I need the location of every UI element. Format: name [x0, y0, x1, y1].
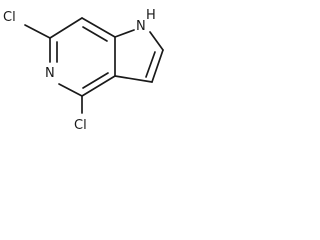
bond-c7-c7a	[81, 17, 116, 38]
atom-label-cl-top: Cl	[3, 10, 16, 25]
bond-c3-c3a	[114, 75, 153, 83]
atom-label-nh-h: H	[146, 8, 156, 23]
bond-c7-c7a-inner	[82, 26, 108, 42]
bond-c2-c3	[151, 49, 164, 83]
molecule-diagram: Cl N Cl N H	[3, 8, 164, 133]
bond-c3a-c4	[81, 75, 116, 97]
bond-n1-c2	[149, 31, 164, 51]
atom-label-cl-bottom: Cl	[74, 118, 87, 133]
bond-c3a-c4-inner	[82, 72, 109, 89]
bond-c6-c7	[49, 17, 83, 39]
bond-c7a-n1	[114, 29, 135, 38]
bond-c6-cl	[24, 24, 51, 39]
atom-label-n-ring: N	[45, 66, 55, 81]
bond-c4-n5	[58, 83, 83, 97]
bond-c2-c3-inner	[145, 51, 156, 78]
atom-label-nh-n: N	[136, 19, 146, 34]
